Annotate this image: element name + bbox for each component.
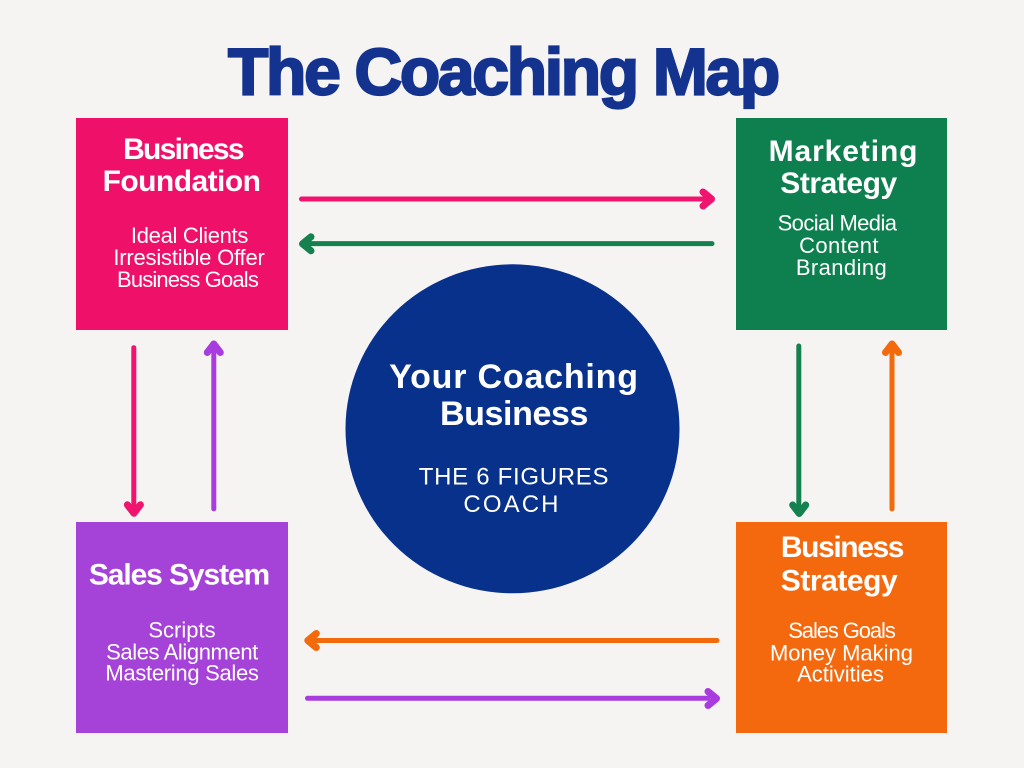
svg-text:Scripts: Scripts — [148, 618, 215, 643]
svg-text:Ideal Clients: Ideal Clients — [131, 223, 248, 248]
svg-text:Sales System: Sales System — [89, 559, 269, 592]
svg-text:Irresistible Offer: Irresistible Offer — [113, 245, 264, 270]
svg-text:The Coaching Map: The Coaching Map — [228, 34, 778, 108]
svg-text:Foundation: Foundation — [103, 165, 261, 198]
svg-text:Mastering Sales: Mastering Sales — [105, 661, 259, 686]
svg-text:Business Goals: Business Goals — [117, 267, 259, 292]
svg-text:COACH: COACH — [463, 491, 560, 518]
svg-text:Branding: Branding — [796, 255, 887, 280]
svg-text:Marketing: Marketing — [769, 135, 919, 168]
svg-text:Sales Alignment: Sales Alignment — [106, 640, 258, 665]
svg-text:Business: Business — [781, 531, 904, 564]
svg-text:Social Media: Social Media — [778, 210, 898, 235]
svg-text:Your Coaching: Your Coaching — [389, 358, 639, 396]
svg-text:Sales Goals: Sales Goals — [788, 618, 896, 643]
svg-text:Activities: Activities — [797, 661, 884, 686]
svg-text:Strategy: Strategy — [780, 167, 897, 200]
svg-text:Money Making: Money Making — [770, 640, 913, 665]
svg-text:Strategy: Strategy — [781, 565, 898, 598]
svg-text:Content: Content — [799, 233, 879, 258]
svg-text:Business: Business — [440, 395, 588, 433]
svg-text:Business: Business — [123, 133, 244, 166]
svg-text:THE 6 FIGURES: THE 6 FIGURES — [419, 463, 609, 490]
